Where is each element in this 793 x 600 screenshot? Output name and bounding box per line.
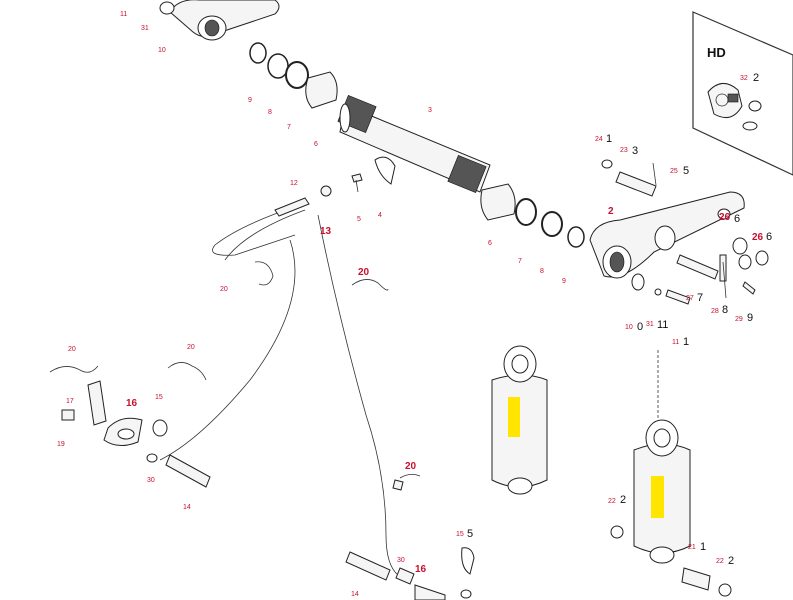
callout-1c: 1 <box>700 541 706 553</box>
callout-14a: 14 <box>183 504 191 511</box>
right-lever-arm <box>589 191 769 282</box>
highlight-right <box>651 476 664 518</box>
callout-15a: 15 <box>155 394 163 401</box>
callout-20-big: 20 <box>358 267 370 278</box>
callout-5: 5 <box>357 216 361 223</box>
callout-3b: 3 <box>632 145 638 157</box>
callout-6c: 6 <box>734 213 740 225</box>
callout-2c: 2 <box>728 555 734 567</box>
hd-bearing-part <box>707 83 762 131</box>
small-fasteners <box>320 156 396 197</box>
hd-inset: HD 32 2 <box>692 11 793 176</box>
callout-8c: 8 <box>722 304 728 316</box>
callout-22b: 22 <box>716 558 724 565</box>
callout-22a: 22 <box>608 498 616 505</box>
callout-30b: 30 <box>397 557 405 564</box>
callout-10b: 10 <box>625 324 633 331</box>
callout-21: 21 <box>688 544 696 551</box>
top-lever-arm <box>159 0 280 41</box>
callout-31: 31 <box>141 25 149 32</box>
callout-17: 17 <box>66 398 74 405</box>
callout-20c: 20 <box>187 344 195 351</box>
callout-16b: 16 <box>415 564 427 575</box>
callout-25: 25 <box>670 168 678 175</box>
callout-10: 10 <box>158 47 166 54</box>
callout-7b: 7 <box>518 258 522 265</box>
callout-23: 23 <box>620 147 628 154</box>
seal-rings-mid <box>480 183 585 248</box>
callout-11: 11 <box>120 11 127 18</box>
callout-12: 12 <box>290 180 298 187</box>
cylinder-right <box>610 350 732 597</box>
seal-rings-top <box>249 42 338 109</box>
callout-9c: 9 <box>747 312 753 324</box>
callout-20a: 20 <box>220 286 228 293</box>
inset-callout-2: 2 <box>753 72 759 84</box>
callout-2b: 2 <box>620 494 626 506</box>
callout-11b: 11 <box>657 319 668 331</box>
callout-9b: 9 <box>562 278 566 285</box>
main-shaft <box>337 95 491 193</box>
callout-30a: 30 <box>147 477 155 484</box>
callout-26a: 26 <box>719 212 731 223</box>
callout-11c: 11 <box>672 339 679 346</box>
callout-8b: 8 <box>540 268 544 275</box>
inset-title: HD <box>707 45 726 60</box>
callout-1a: 1 <box>606 133 612 145</box>
callout-6b: 6 <box>488 240 492 247</box>
callout-8: 8 <box>268 109 272 116</box>
callout-29: 29 <box>735 316 743 323</box>
callout-6d: 6 <box>766 231 772 243</box>
control-cable <box>159 197 421 576</box>
pin-23-assembly <box>601 159 657 197</box>
callout-4: 4 <box>378 212 382 219</box>
callout-7c: 7 <box>697 292 703 304</box>
callout-19: 19 <box>57 441 65 448</box>
cylinder-left <box>491 345 548 495</box>
callout-2-main: 2 <box>608 206 614 217</box>
callout-20b: 20 <box>68 346 76 353</box>
bottom-pin-assembly <box>345 547 475 600</box>
callout-13: 13 <box>320 226 332 237</box>
callout-1b: 1 <box>683 336 689 348</box>
callout-5b: 5 <box>683 165 689 177</box>
callout-26b: 26 <box>752 232 764 243</box>
callout-15b: 15 <box>456 531 464 538</box>
callout-7: 7 <box>287 124 291 131</box>
pedal-assembly <box>49 362 211 488</box>
highlight-left <box>508 397 520 437</box>
callout-9: 9 <box>248 97 252 104</box>
callout-16a: 16 <box>126 398 138 409</box>
callout-0b: 0 <box>637 321 643 333</box>
callout-28: 28 <box>711 308 719 315</box>
callout-14b: 14 <box>351 591 359 598</box>
callout-6: 6 <box>314 141 318 148</box>
inset-callout-32: 32 <box>740 75 748 82</box>
bolt-27-assembly <box>631 261 756 305</box>
callout-3: 3 <box>428 107 432 114</box>
callout-5c: 5 <box>467 528 473 540</box>
callout-20d: 20 <box>405 461 417 472</box>
callout-31b: 31 <box>646 321 654 328</box>
callout-27-label: 27 <box>686 295 694 302</box>
callout-24: 24 <box>595 136 603 143</box>
